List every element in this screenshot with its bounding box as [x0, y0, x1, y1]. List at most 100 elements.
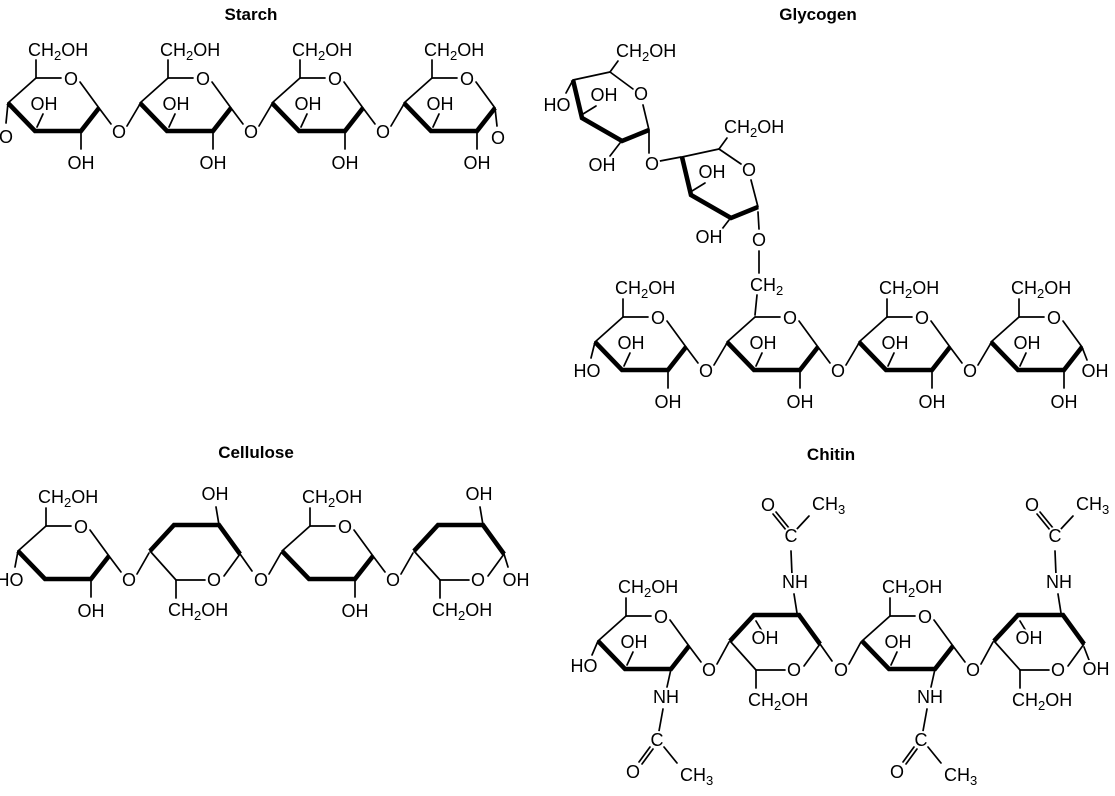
- atom-label: OH: [752, 628, 779, 648]
- atom-label: OH: [464, 153, 491, 173]
- bond-bold: [412, 522, 506, 556]
- bond: [582, 105, 597, 115]
- atom-label: O: [0, 127, 13, 147]
- bond: [487, 553, 505, 577]
- atom-label: OH: [200, 153, 227, 173]
- bond: [362, 107, 376, 125]
- bond: [726, 316, 756, 343]
- bond: [641, 748, 654, 765]
- bond: [343, 81, 364, 109]
- atom-label: O: [918, 607, 932, 627]
- atom-label: CH2OH: [1011, 278, 1071, 301]
- atom-label: NH: [917, 687, 943, 707]
- atom-label: O: [196, 69, 210, 89]
- bond: [819, 643, 833, 662]
- bond: [136, 552, 150, 575]
- bond: [215, 506, 220, 526]
- bond: [930, 320, 951, 348]
- atom-label: HO: [544, 95, 571, 115]
- structure-title-chitin: Chitin: [807, 445, 855, 464]
- atom-label: OH: [466, 484, 493, 504]
- atom-label: O: [471, 570, 485, 590]
- bond: [479, 506, 484, 526]
- atom-label: OH: [1014, 333, 1041, 353]
- atom-label: O: [742, 160, 756, 180]
- atom-label: C: [915, 730, 928, 750]
- bond: [7, 77, 37, 104]
- bond: [990, 316, 1020, 343]
- bond: [300, 113, 308, 128]
- atom-label: OH: [621, 632, 648, 652]
- bond: [1039, 511, 1054, 529]
- atom-label: CH3: [944, 765, 977, 788]
- bond: [858, 316, 888, 343]
- atom-label: CH2OH: [292, 40, 352, 63]
- bond: [685, 346, 699, 364]
- atom-label: OH: [589, 155, 616, 175]
- atom-label: CH2OH: [882, 577, 942, 600]
- atom-label: O: [1025, 495, 1039, 515]
- bond: [795, 515, 810, 531]
- atom-label: NH: [782, 572, 808, 592]
- bond: [400, 552, 414, 575]
- bond: [718, 219, 730, 234]
- atom-label: CH2OH: [618, 577, 678, 600]
- bond: [713, 342, 728, 366]
- bond: [638, 746, 651, 763]
- bond-bold: [860, 639, 955, 672]
- atom-label: O: [787, 660, 801, 680]
- bond: [432, 113, 440, 128]
- atom-label: OH: [503, 570, 530, 590]
- bond: [1036, 513, 1051, 531]
- bond-bold: [402, 101, 497, 134]
- atom-label: OH: [696, 227, 723, 247]
- bond: [793, 593, 798, 614]
- bond: [1081, 346, 1088, 361]
- atom-label: OH: [1016, 628, 1043, 648]
- bond: [591, 640, 599, 656]
- atom-label: O: [654, 607, 668, 627]
- atom-label: OH: [591, 85, 618, 105]
- atom-label: CH2: [750, 275, 783, 298]
- atom-label: CH3: [812, 494, 845, 517]
- atom-label: OH: [427, 94, 454, 114]
- atom-label: OH: [295, 94, 322, 114]
- atom-label: O: [752, 230, 766, 250]
- atom-label: O: [702, 660, 716, 680]
- atom-label: CH2OH: [432, 600, 492, 623]
- atom-label: O: [122, 570, 136, 590]
- atom-label: O: [831, 361, 845, 381]
- atom-label: OH: [78, 601, 105, 621]
- atom-label: OH: [31, 94, 58, 114]
- bond: [597, 615, 627, 642]
- bond: [626, 651, 634, 666]
- bond: [817, 346, 831, 364]
- bond: [666, 668, 672, 688]
- bond: [623, 352, 631, 367]
- bond: [1019, 352, 1027, 367]
- bond: [1059, 515, 1074, 531]
- bond-bold: [857, 340, 952, 373]
- bond: [230, 107, 244, 125]
- atom-label: OH: [655, 392, 682, 412]
- atom-label: CH2OH: [38, 487, 98, 510]
- bond: [609, 60, 619, 73]
- atom-label: OH: [332, 153, 359, 173]
- bond-bold: [6, 101, 101, 134]
- bond: [271, 77, 301, 104]
- bond: [139, 77, 169, 104]
- bond: [890, 651, 898, 666]
- atom-label: CH2OH: [748, 690, 808, 713]
- bond: [239, 553, 253, 572]
- bond: [211, 81, 232, 109]
- bond: [930, 668, 936, 688]
- bond: [258, 103, 273, 127]
- atom-label: O: [1051, 660, 1065, 680]
- bond: [659, 156, 682, 162]
- bond: [594, 316, 624, 343]
- structure-title-glycogen: Glycogen: [779, 5, 856, 24]
- atom-label: O: [254, 570, 268, 590]
- atom-label: O: [626, 762, 640, 782]
- atom-label: OH: [882, 333, 909, 353]
